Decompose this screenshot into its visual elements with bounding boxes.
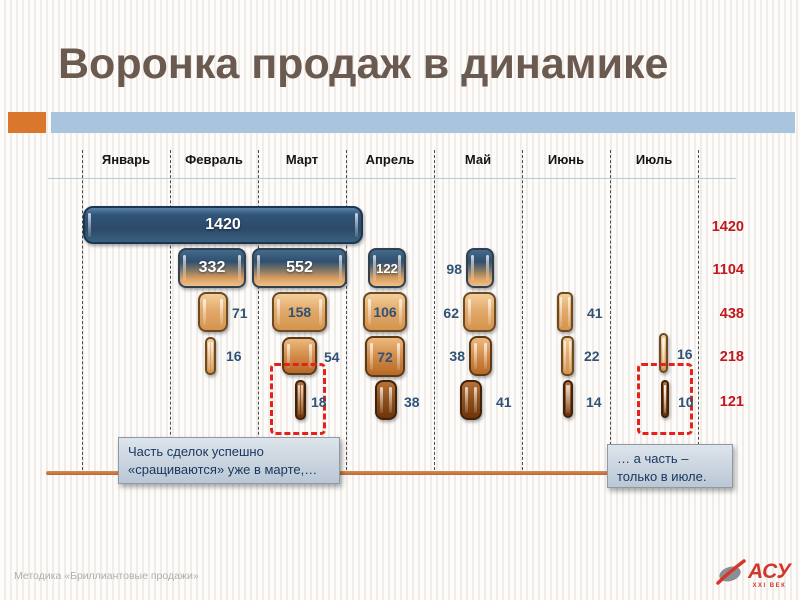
month-label-february: Февраль	[185, 152, 243, 167]
highlight-box-july	[637, 363, 693, 435]
month-label-july: Июль	[635, 152, 673, 167]
company-logo: АСУ XXI ВЕК	[716, 557, 791, 592]
value-label-jun-22: 22	[584, 348, 600, 364]
funnel-box-may-stage5	[460, 380, 482, 420]
value-label-feb-16: 16	[226, 348, 242, 364]
month-separator	[698, 150, 699, 470]
month-label-april: Апрель	[365, 152, 415, 167]
funnel-box-mar-stage5	[295, 380, 306, 420]
page-title: Воронка продаж в динамике	[58, 40, 669, 88]
value-label-feb-71: 71	[232, 305, 248, 321]
accent-blue-bar	[51, 112, 795, 133]
funnel-bar-total-1420: 1420	[83, 206, 363, 244]
month-label-may: Май	[464, 152, 492, 167]
value-label-may-41: 41	[496, 394, 512, 410]
value-label-may-98: 98	[446, 261, 462, 277]
month-separator	[258, 150, 259, 470]
logo-swoosh-icon	[716, 557, 746, 592]
funnel-box-may-stage2	[466, 248, 494, 288]
month-label-january: Январь	[101, 152, 151, 167]
stage-total-121: 121	[719, 394, 744, 410]
month-separator	[346, 150, 347, 470]
month-label-march: Март	[285, 152, 319, 167]
month-separator	[170, 150, 171, 470]
value-label-jun-14: 14	[586, 394, 602, 410]
callout-july: … а часть – только в июле.	[607, 444, 733, 488]
funnel-box-apr-stage5	[375, 380, 397, 420]
month-separator	[610, 150, 611, 470]
value-label-may-38: 38	[449, 348, 465, 364]
value-label-jun-41: 41	[587, 305, 603, 321]
funnel-box-apr-stage3: 106	[363, 292, 407, 332]
funnel-box-jun-stage3	[557, 292, 573, 332]
funnel-box-jun-stage5	[563, 380, 573, 418]
funnel-box-mar-stage3: 158	[272, 292, 327, 332]
baseline-orange	[46, 471, 716, 475]
stage-total-218: 218	[719, 349, 744, 365]
value-label-apr-38: 38	[404, 394, 420, 410]
logo-text: АСУ	[748, 559, 791, 583]
funnel-box-may-stage3	[463, 292, 496, 332]
value-label-jul-16: 16	[677, 346, 693, 362]
value-label-mar-54: 54	[324, 349, 340, 365]
funnel-box-mar-stage2: 552	[252, 248, 347, 288]
funnel-box-feb-stage4	[205, 337, 216, 375]
funnel-box-apr-stage2: 122	[368, 248, 406, 288]
month-separator	[82, 150, 83, 470]
logo-subtext: XXI ВЕК	[752, 582, 787, 589]
funnel-box-apr-stage4: 72	[365, 336, 405, 377]
funnel-box-mar-stage4	[282, 337, 317, 375]
footer-note: Методика «Бриллиантовые продажи»	[14, 570, 199, 582]
highlight-box-march	[270, 363, 326, 435]
funnel-box-jul-stage4	[659, 333, 668, 373]
header-divider-line	[48, 178, 736, 179]
funnel-box-feb-stage3	[198, 292, 228, 332]
month-label-june: Июнь	[547, 152, 585, 167]
funnel-box-feb-stage2: 332	[178, 248, 246, 288]
funnel-box-jun-stage4	[561, 336, 574, 376]
month-separator	[522, 150, 523, 470]
value-label-mar-18: 18	[311, 394, 327, 410]
stage-total-1104: 1104	[712, 262, 744, 278]
stage-total-1420: 1420	[711, 219, 744, 235]
funnel-box-may-stage4	[469, 336, 492, 376]
value-label-may-62: 62	[443, 305, 459, 321]
funnel-box-jul-stage5	[661, 380, 669, 418]
callout-march: Часть сделок успешно «сращиваются» уже в…	[118, 437, 340, 484]
month-separator	[434, 150, 435, 470]
value-label-jul-10: 10	[678, 394, 694, 410]
accent-orange-block	[8, 112, 46, 133]
stage-total-438: 438	[719, 306, 744, 322]
